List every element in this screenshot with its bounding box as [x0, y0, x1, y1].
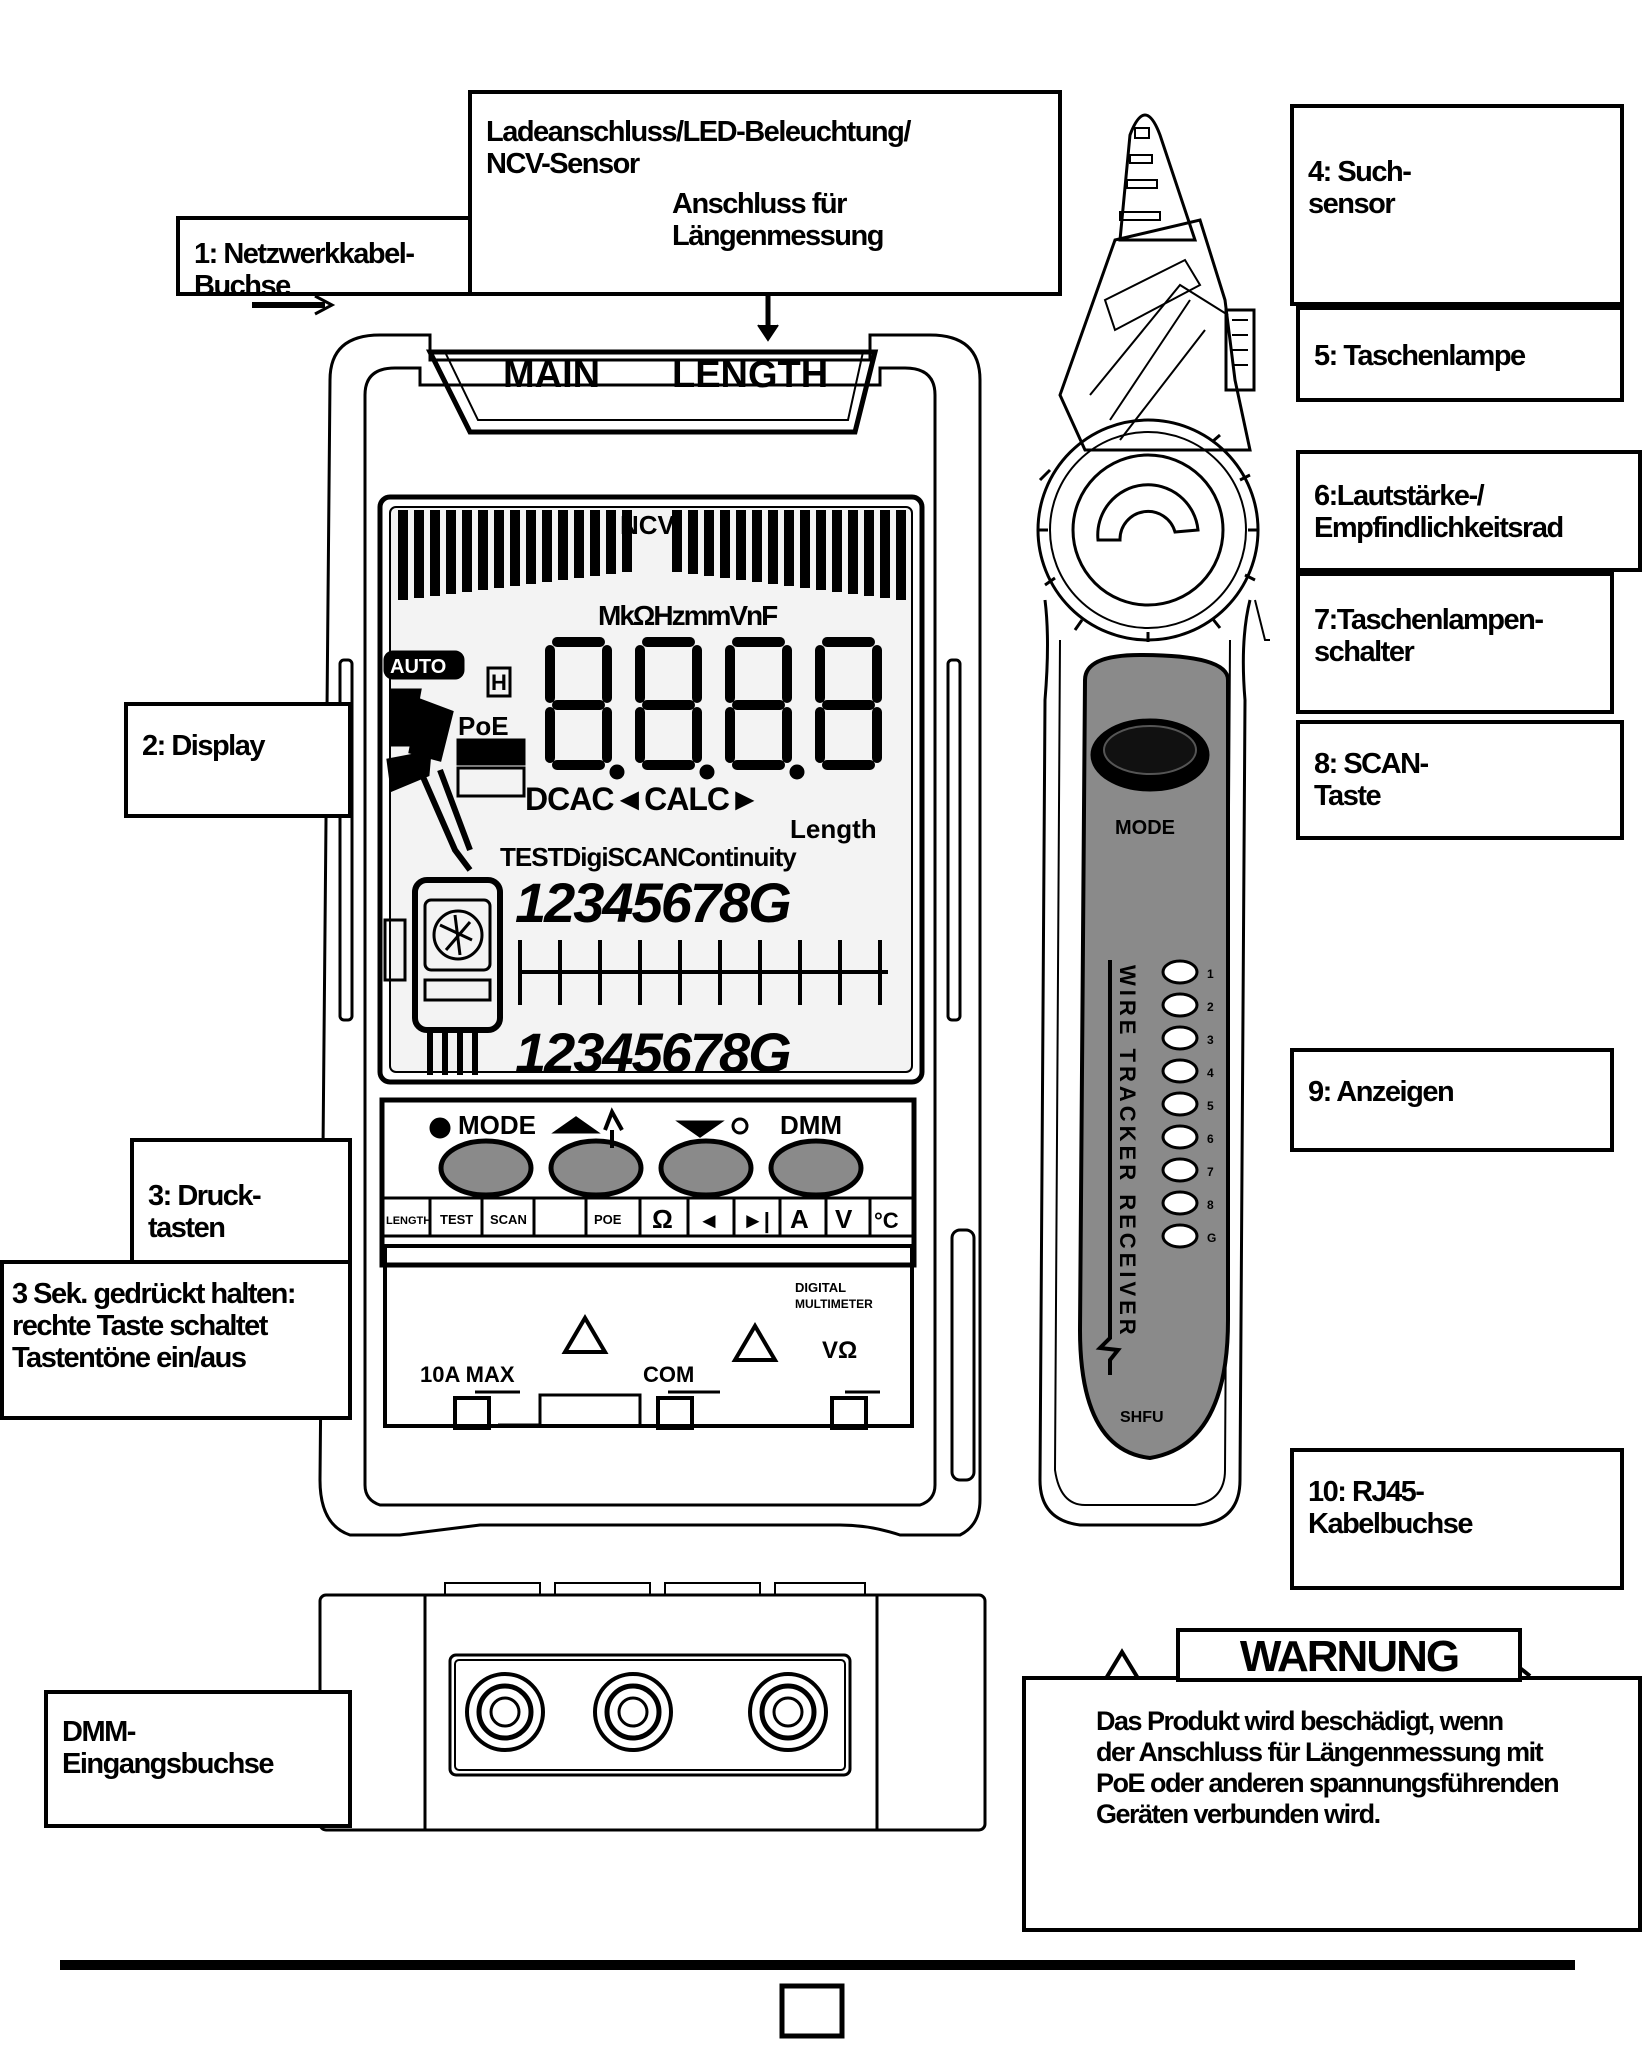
receiver-vertical-text: WIRE TRACKER RECEIVER — [1115, 965, 1140, 1339]
warning-box: Das Produkt wird beschädigt, wenn der An… — [1022, 1676, 1642, 1932]
jack-com-label: COM — [643, 1362, 694, 1387]
callout-hold-note: 3 Sek. gedrückt halten: rechte Taste sch… — [0, 1260, 352, 1420]
page-icon — [779, 1983, 845, 2039]
callout-scan-button: 8: SCAN- Taste — [1296, 720, 1624, 840]
lcd-h-label: H — [491, 670, 507, 695]
lcd-length-label: Length — [790, 814, 877, 844]
callout-indicators: 9: Anzeigen — [1290, 1048, 1614, 1152]
warning-line2: der Anschluss für Längenmessung mit — [1096, 1737, 1544, 1767]
callout-switch-line2: schalter — [1314, 636, 1415, 668]
btn-dmm-label: DMM — [780, 1110, 842, 1140]
led-label-8: 8 — [1207, 1198, 1214, 1212]
callout-buttons-line1: 3: Druck- — [148, 1180, 262, 1212]
warning-line3: PoE oder anderen spannungsführenden — [1096, 1768, 1560, 1798]
indicator-leds — [1161, 959, 1199, 1249]
port-main-label: MAIN — [503, 354, 600, 396]
callout-top-ports: Ladeanschluss/LED-Beleuchtung/ NCV-Senso… — [468, 90, 1062, 296]
callout-network-jack-text: 1: Netzwerkkabel-Buchse — [194, 238, 415, 302]
led-label-6: 6 — [1207, 1132, 1214, 1146]
receiver-bottom-label: SHFU — [1120, 1409, 1164, 1426]
led-label-7: 7 — [1207, 1165, 1214, 1179]
callout-dmm-line2: Eingangsbuchse — [62, 1748, 275, 1780]
led-label-g: G — [1207, 1231, 1216, 1245]
callout-search-line1: 4: Such- — [1308, 156, 1412, 188]
func-length: LENGTH — [386, 1215, 431, 1227]
callout-top-line2: NCV-Sensor — [486, 148, 640, 180]
warning-title: WARNUNG — [1176, 1628, 1522, 1682]
led-label-3: 3 — [1207, 1033, 1214, 1047]
func-amp: A — [790, 1204, 809, 1234]
callout-flashlight-switch: 7:Taschenlampen- schalter — [1296, 572, 1614, 714]
receiver-mode-label: MODE — [1115, 817, 1175, 839]
callout-hold-line2: rechte Taste schaltet — [12, 1310, 268, 1342]
callout-switch-line1: 7:Taschenlampen- — [1314, 604, 1544, 636]
callout-buttons-line2: tasten — [148, 1212, 226, 1244]
callout-dmm-line1: DMM- — [62, 1716, 136, 1748]
lcd-ncv-label: NCV — [620, 510, 676, 540]
callout-network-jack: 1: Netzwerkkabel-Buchse — [176, 216, 512, 302]
func-test: TEST — [440, 1212, 473, 1227]
digital-label-2: MULTIMETER — [795, 1297, 873, 1311]
lcd-poe-label: PoE — [458, 711, 509, 741]
receiver-probe — [1036, 113, 1270, 1527]
func-poe: POE — [594, 1212, 622, 1227]
callout-volume-wheel: 6:Lautstärke-/ Empfindlichkeitsrad — [1296, 450, 1642, 572]
port-length-label: LENGTH — [672, 354, 828, 396]
callout-display-text: 2: Display — [142, 730, 266, 762]
callout-hold-line3: Tastentöne ein/aus — [12, 1342, 247, 1374]
callout-flashlight-text: 5: Taschenlampe — [1314, 340, 1526, 372]
callout-top-line1: Ladeanschluss/LED-Beleuchtung/ — [486, 116, 911, 148]
callout-volume-line2: Empfindlichkeitsrad — [1314, 512, 1564, 544]
bottom-view — [318, 1582, 987, 1832]
callout-top-line4: Längenmessung — [672, 220, 884, 252]
callout-dmm-jacks: DMM- Eingangsbuchse — [44, 1690, 352, 1828]
callout-display: 2: Display — [124, 702, 352, 818]
callout-top-line3: Anschluss für — [672, 188, 847, 220]
lcd-wires-bottom: 12345678G — [515, 1021, 790, 1084]
warning-line4: Geräten verbunden wird. — [1096, 1799, 1381, 1829]
callout-rj45-line1: 10: RJ45- — [1308, 1476, 1425, 1508]
footer-rule — [60, 1960, 1575, 1970]
func-volt: V — [835, 1204, 853, 1234]
callout-rj45-line2: Kabelbuchse — [1308, 1508, 1474, 1540]
lcd-auto-label: AUTO — [390, 656, 446, 678]
btn-mode-label: MODE — [458, 1110, 536, 1140]
func-continuity: ►| — [742, 1208, 770, 1233]
callout-buttons: 3: Druck- tasten — [130, 1138, 352, 1266]
lcd-wire-grid — [518, 940, 888, 1005]
lcd-digits — [545, 637, 882, 770]
callout-search-sensor: 4: Such- sensor — [1290, 104, 1624, 306]
main-tester — [252, 292, 982, 1537]
led-label-2: 2 — [1207, 1000, 1214, 1014]
lcd-modes-label: DCAC◄CALC► — [525, 781, 760, 817]
led-label-1: 1 — [1207, 967, 1214, 981]
callout-indicators-text: 9: Anzeigen — [1308, 1076, 1455, 1108]
callout-search-line2: sensor — [1308, 188, 1396, 220]
led-label-5: 5 — [1207, 1099, 1214, 1113]
lcd-row-label: TESTDigiSCANContinuity — [500, 842, 797, 872]
lcd-wires-top: 12345678G — [515, 871, 790, 934]
callout-scan-line2: Taste — [1314, 780, 1382, 812]
func-temp: °C — [874, 1208, 899, 1233]
func-ohm: Ω — [652, 1204, 673, 1234]
callout-hold-line1: 3 Sek. gedrückt halten: — [12, 1278, 297, 1310]
callout-scan-line1: 8: SCAN- — [1314, 748, 1429, 780]
func-diode: ◄ — [698, 1208, 720, 1233]
warning-line1: Das Produkt wird beschädigt, wenn — [1096, 1706, 1504, 1736]
led-label-4: 4 — [1207, 1066, 1214, 1080]
lcd-units-label: MkΩHzmmVnF — [598, 600, 778, 631]
callout-rj45: 10: RJ45- Kabelbuchse — [1290, 1448, 1624, 1590]
jack-vohm-label: VΩ — [822, 1337, 857, 1364]
lcd-ncv-bars — [398, 510, 906, 600]
callout-flashlight: 5: Taschenlampe — [1296, 306, 1624, 402]
digital-label-1: DIGITAL — [795, 1280, 846, 1295]
callout-volume-line1: 6:Lautstärke-/ — [1314, 480, 1485, 512]
jack-10a-label: 10A MAX — [420, 1362, 515, 1387]
func-scan: SCAN — [490, 1212, 527, 1227]
